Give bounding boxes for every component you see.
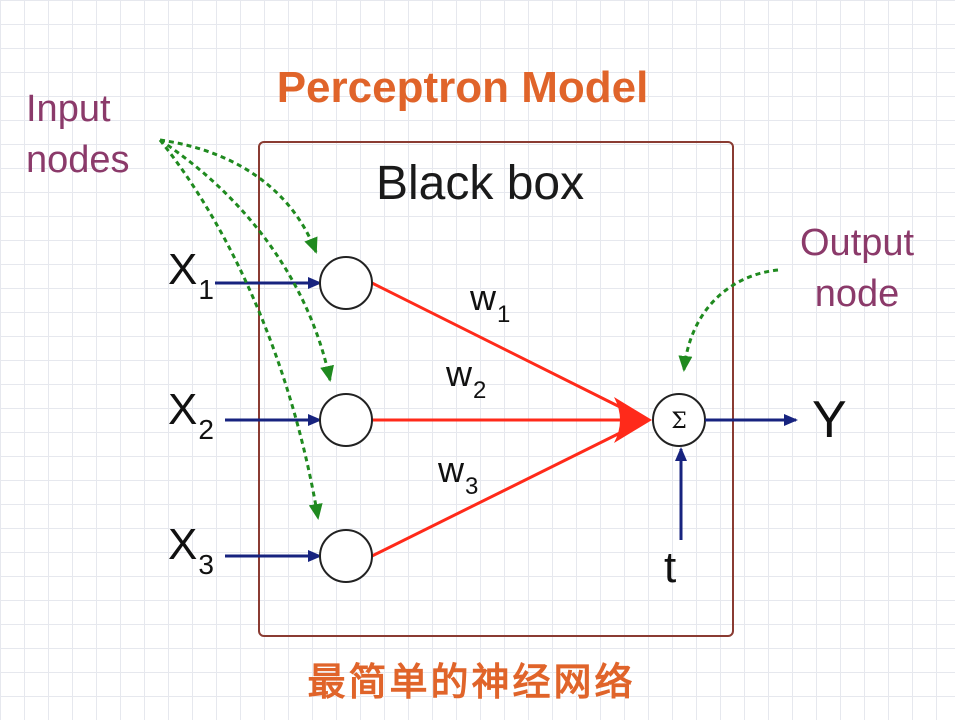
weight-w2: w2: [446, 356, 486, 403]
black-box-label: Black box: [376, 157, 585, 210]
weight-w3-sub: 3: [465, 473, 479, 500]
output-y: Y: [812, 391, 847, 449]
threshold-t: t: [664, 543, 677, 592]
weight-line-3: [371, 425, 633, 558]
input-x2: X2: [168, 388, 214, 444]
weight-w3: w3: [438, 452, 478, 499]
weight-w3-name: w: [438, 449, 464, 490]
dashed-arrow-output: [678, 268, 779, 372]
weight-w2-sub: 2: [473, 377, 487, 404]
weight-w1: w1: [470, 280, 510, 327]
footer-caption: 最简单的神经网络: [307, 662, 636, 704]
dashed-arrow-input-2: [159, 138, 334, 382]
input-x1: X1: [168, 248, 214, 304]
input-x3: X3: [168, 523, 214, 579]
input-x3-sub: 3: [198, 549, 214, 581]
weight-w2-name: w: [446, 353, 472, 394]
weight-w1-sub: 1: [497, 301, 511, 328]
input-nodes-label: Input nodes: [26, 84, 130, 187]
input-x1-name: X: [168, 245, 198, 294]
weight-arrowhead: [614, 397, 652, 443]
black-box-frame: [258, 141, 734, 637]
dashed-arrow-input-3: [158, 139, 323, 520]
input-x1-sub: 1: [198, 274, 214, 306]
input-x2-name: X: [168, 385, 198, 434]
output-node-label: Output node: [800, 218, 914, 321]
input-node-2: [319, 393, 373, 447]
output-label-line-1: Output: [800, 222, 915, 264]
sigma-symbol: Σ: [671, 409, 687, 434]
weight-line-1: [371, 281, 633, 415]
weight-w1-name: w: [470, 277, 496, 318]
input-node-3: [319, 529, 373, 583]
dashed-arrow-input-1: [159, 138, 318, 254]
input-node-1: [319, 256, 373, 310]
diagram-title: Perceptron Model: [276, 63, 649, 112]
input-label-line-1: Input: [26, 88, 111, 130]
input-label-line-2: nodes: [26, 139, 130, 182]
input-x2-sub: 2: [198, 414, 214, 446]
input-x3-name: X: [168, 520, 198, 569]
output-label-line-2: node: [814, 273, 900, 316]
